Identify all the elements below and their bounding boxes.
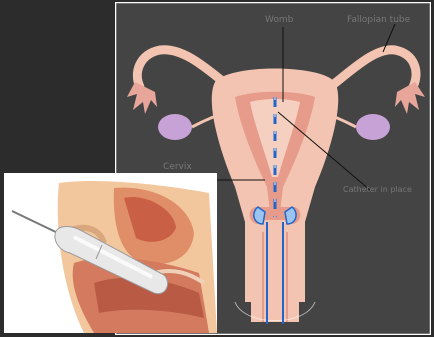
label-cervix: Cervix xyxy=(163,162,192,172)
label-catheter: Catheter in place xyxy=(343,185,412,194)
right-ovary xyxy=(356,114,390,140)
label-fallopian-tube: Fallopian tube xyxy=(347,15,411,25)
pelvis-cross-section-illustration xyxy=(4,173,217,333)
label-womb: Womb xyxy=(265,15,294,25)
left-ovary xyxy=(158,114,192,140)
